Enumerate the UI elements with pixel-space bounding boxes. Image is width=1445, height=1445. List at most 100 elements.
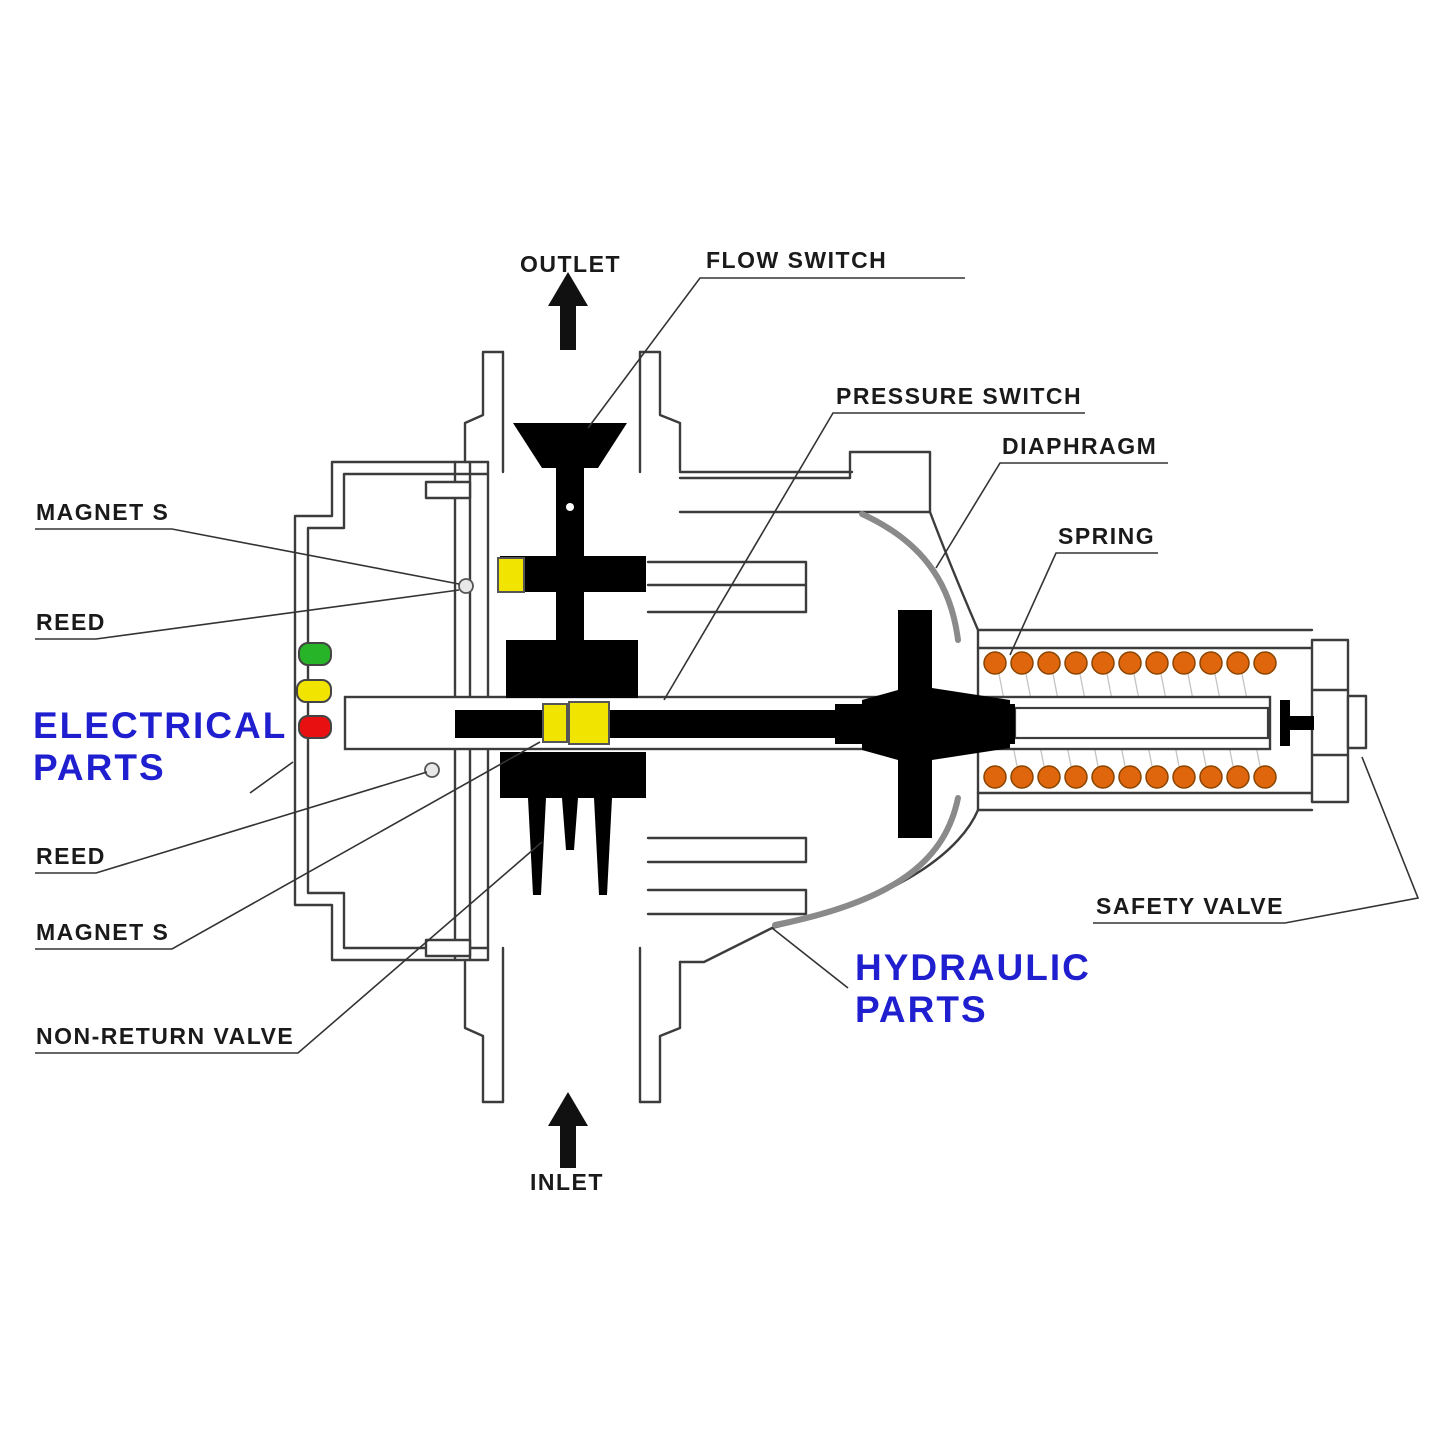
spring-coil	[1037, 651, 1061, 675]
pressure-tube	[678, 450, 932, 514]
non-return-valve-block	[500, 752, 646, 798]
reed-contact-top	[458, 578, 474, 594]
inlet-pipe-left-wall	[463, 960, 485, 1104]
leader-flow-switch	[587, 277, 965, 429]
leader-electrical-parts	[249, 761, 294, 794]
inlet-arrow-shaft	[560, 1126, 576, 1168]
led-red	[298, 715, 332, 739]
magnet-shaft-large	[568, 701, 610, 745]
membrane-lower-curve	[772, 795, 961, 928]
reed-contact-bottom	[424, 762, 440, 778]
spring-coil	[1226, 651, 1250, 675]
leader-magnets-bottom	[35, 741, 541, 950]
spring-coil	[1037, 765, 1061, 789]
led-yellow	[296, 679, 332, 703]
leader-safety-valve	[1093, 756, 1420, 924]
flow-arrows	[548, 272, 588, 1168]
flow-switch-top-plate	[513, 423, 627, 468]
outlet-pipe-right-wall	[638, 350, 682, 472]
shaft-inner-rod	[455, 710, 835, 738]
lower-socket-b	[646, 888, 808, 916]
label-outlet: OUTLET	[520, 251, 621, 277]
inlet-pipe-right-wall	[658, 960, 682, 1104]
flange-boss-bottom	[424, 938, 472, 958]
valve-prong-right	[594, 798, 612, 895]
flange-boss-top	[424, 480, 472, 500]
label-flow-switch: FLOW SWITCH	[706, 247, 887, 273]
label-reed-top: REED	[36, 609, 106, 635]
spring-coil	[1118, 765, 1142, 789]
leader-non-return-valve	[35, 841, 543, 1054]
heading-hydraulic-line1: HYDRAULIC	[855, 947, 1091, 988]
magnet-shaft-small	[542, 703, 568, 743]
spring-coil	[1010, 765, 1034, 789]
diaphragm-plate	[862, 610, 1010, 838]
spring-coil	[1199, 651, 1223, 675]
label-pressure-switch: PRESSURE SWITCH	[836, 383, 1082, 409]
end-cap-tip	[1346, 694, 1368, 750]
spring-coil	[1199, 765, 1223, 789]
magnets	[497, 557, 610, 745]
membrane-upper-curve	[859, 511, 961, 643]
diaphragm-membrane	[772, 511, 961, 928]
heading-electrical-line1: ELECTRICAL	[33, 705, 287, 746]
reed-contacts	[424, 578, 474, 778]
body-bottom-edge	[678, 926, 774, 964]
leader-pressure-switch	[663, 412, 1085, 701]
leader-lines	[35, 277, 1420, 1054]
safety-valve-seat	[1290, 716, 1314, 730]
label-magnets-bottom: MAGNET S	[36, 919, 169, 945]
electrical-housing-outer	[293, 460, 490, 962]
label-inlet: INLET	[530, 1169, 604, 1195]
leader-magnets-top	[35, 528, 460, 585]
spring-coil	[1172, 765, 1196, 789]
spring-coil	[1145, 651, 1169, 675]
spring-coil	[1091, 765, 1115, 789]
spring-coil	[1118, 651, 1142, 675]
spring-coil	[1172, 651, 1196, 675]
flow-switch-upper-stem	[556, 468, 584, 558]
leader-hydraulic-parts	[771, 927, 849, 989]
safety-valve-pin	[1280, 700, 1290, 746]
spring-coil	[1064, 651, 1088, 675]
led-indicators	[296, 642, 332, 739]
outlet-arrow-icon	[548, 272, 588, 306]
spring-coil	[1145, 765, 1169, 789]
leader-diaphragm	[935, 462, 1168, 569]
flow-switch-pivot	[566, 503, 574, 511]
label-spring: SPRING	[1058, 523, 1155, 549]
label-reed-bottom: REED	[36, 843, 106, 869]
inlet-arrow-icon	[548, 1092, 588, 1126]
spring-coil	[1091, 651, 1115, 675]
flow-switch-block	[506, 640, 638, 698]
spring-coil	[1253, 651, 1277, 675]
spring-coil	[1226, 765, 1250, 789]
shell-top	[928, 510, 1314, 632]
outlet-pipe-left-wall	[463, 350, 505, 464]
label-magnets-top: MAGNET S	[36, 499, 169, 525]
heading-electrical-line2: PARTS	[33, 747, 166, 788]
spring-coil	[1010, 651, 1034, 675]
spring-coil	[983, 651, 1007, 675]
leader-reed-bottom	[35, 771, 428, 874]
label-non-return-valve: NON-RETURN VALVE	[36, 1023, 294, 1049]
flow-switch-lower-stem	[556, 592, 584, 642]
label-diaphragm: DIAPHRAGM	[1002, 433, 1157, 459]
labels: OUTLET FLOW SWITCH PRESSURE SWITCH DIAPH…	[33, 247, 1284, 1195]
end-cap-inner-lines	[1310, 688, 1350, 757]
upper-socket	[646, 560, 808, 614]
valve-prong-middle	[562, 798, 578, 850]
leader-reed-top	[35, 589, 460, 640]
magnet-upper	[497, 557, 525, 593]
heading-hydraulic-line2: PARTS	[855, 989, 988, 1030]
leader-spring	[1009, 552, 1158, 656]
shaft-right-sleeve	[1013, 706, 1270, 740]
spring-coil	[1064, 765, 1088, 789]
end-cap	[1310, 638, 1350, 804]
electrical-housing-inner	[306, 472, 490, 950]
spring-coil	[983, 765, 1007, 789]
spring-coil	[1253, 765, 1277, 789]
label-safety-valve: SAFETY VALVE	[1096, 893, 1284, 919]
